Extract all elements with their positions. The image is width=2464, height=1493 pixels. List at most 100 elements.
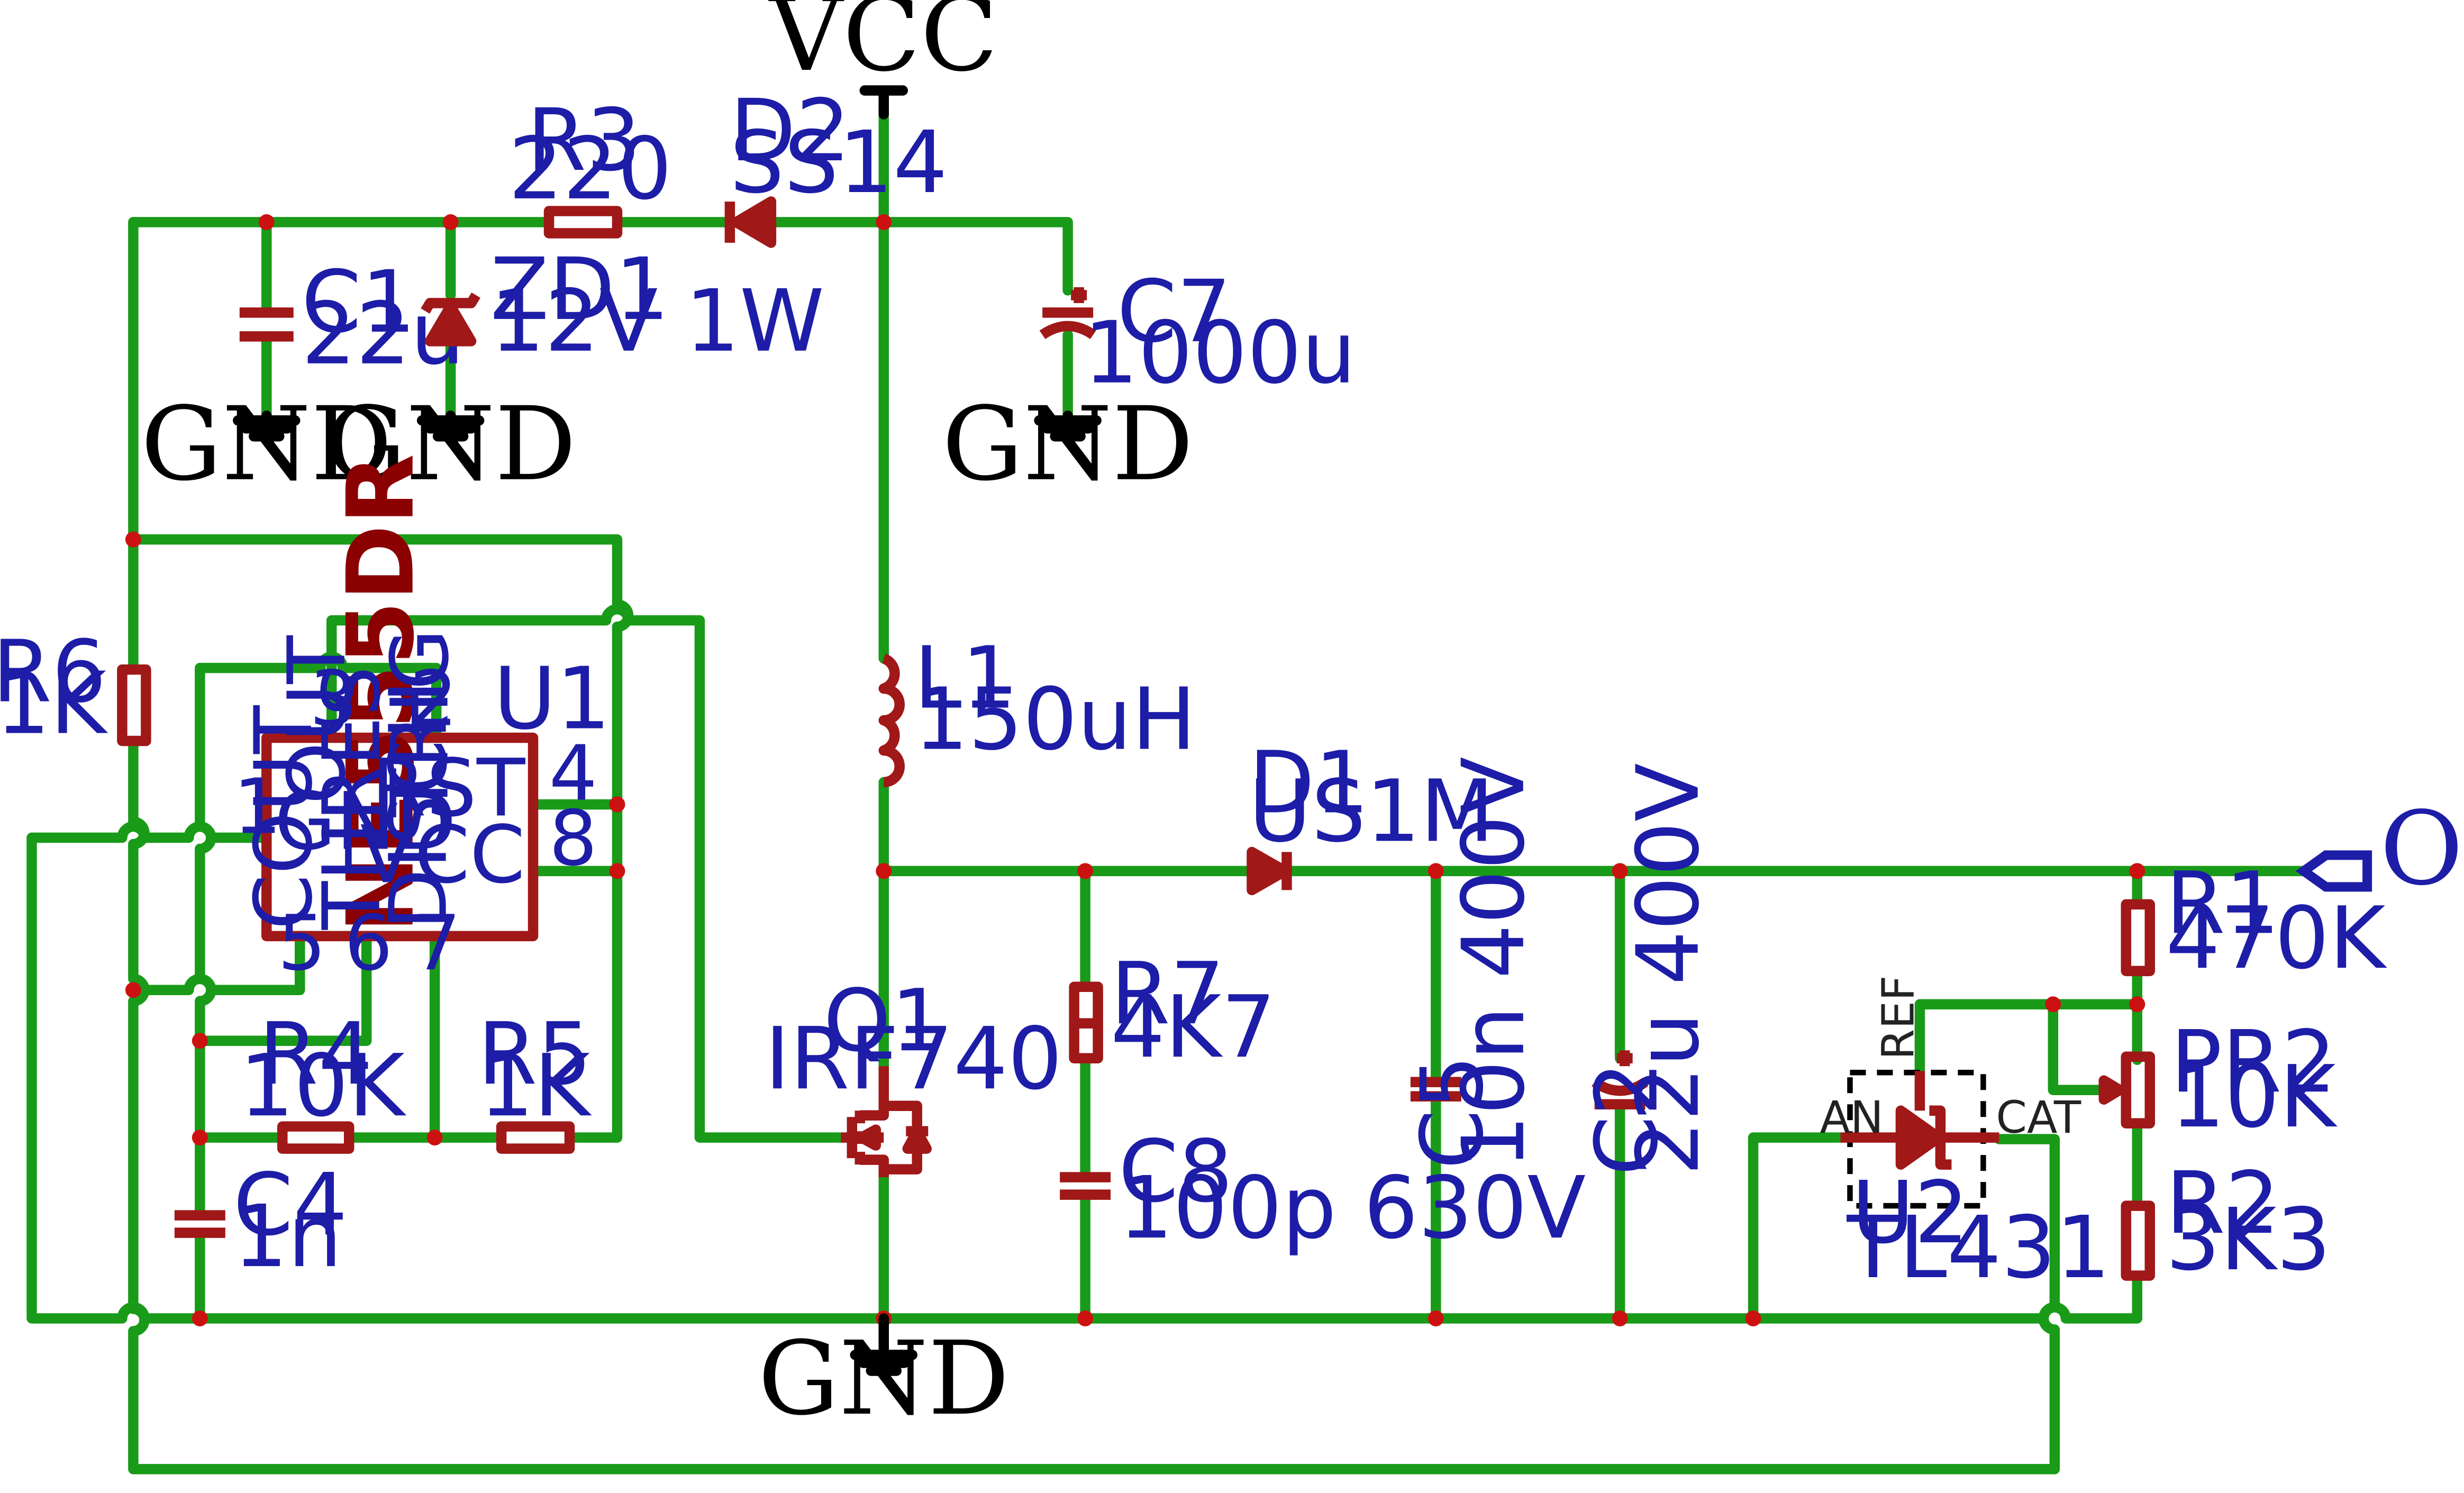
junction-dot [125, 982, 141, 998]
pr2-ref: PR2 [2170, 1013, 2336, 1112]
junction-dot [1428, 863, 1444, 879]
ground-symbol-zd1: GND [325, 386, 576, 504]
junction-dot [2045, 996, 2061, 1013]
u1-pin3-name: OUT [271, 635, 363, 805]
u1-ref: U1 [494, 650, 611, 749]
junction-dot [876, 863, 892, 879]
junction-dot [258, 214, 275, 230]
gnd-label: GND [758, 1320, 1010, 1438]
diode-d1: D1 US1M [1247, 733, 1494, 896]
u1-pin5-number: 5 [278, 898, 326, 987]
junction-dot [192, 1033, 208, 1049]
capacitor-c8: C8 100p 630V [1060, 1122, 1586, 1258]
r3-ref: R3 [527, 91, 641, 190]
u1-pin6-number: 6 [344, 898, 393, 987]
inductor-l1: L1 150uH [878, 629, 1196, 788]
c5-value: 10n 400V [1444, 757, 1544, 1169]
c1-ref: C1 [302, 253, 416, 352]
junction-dot [2129, 996, 2145, 1013]
mosfet-q1: Q1 IRF740 [765, 971, 1062, 1178]
u1-pin7-name: DISCH [373, 680, 465, 930]
r6-ref: R6 [0, 623, 106, 722]
c5-ref: C5 [1403, 1055, 1503, 1169]
u1-pin1-name: GND [275, 776, 457, 868]
junction-dot [1428, 1310, 1444, 1327]
zener-zd1: ZD1 12V 1W [421, 240, 824, 371]
vcc-label: VCC [768, 0, 998, 94]
gnd-label: GND [141, 386, 392, 504]
u1-part-number: NE555DR [328, 454, 435, 933]
capacitor-c2: C2 22u 400V [1578, 763, 1719, 1176]
u1-pin1-number: 1 [233, 762, 282, 851]
ground-symbol-main: GND [758, 1313, 1010, 1438]
resistor-r3: R3 220 [508, 91, 672, 239]
l1-ref: L1 [914, 629, 1016, 729]
resistor-r7: R7 4K7 [1069, 944, 1276, 1077]
r7-ref: R7 [1111, 944, 1225, 1044]
c7-value: 1000u [1084, 304, 1356, 403]
gnd-label: GND [325, 386, 576, 504]
c2-ref: C2 [1578, 1061, 1677, 1176]
l1-value: 150uH [914, 670, 1196, 769]
u2-pin-an: AN [1820, 1091, 1884, 1143]
resistor-r2: R2 3K3 [2121, 1154, 2331, 1290]
u1-pin4-number: 4 [549, 729, 598, 817]
r2-ref: R2 [2166, 1154, 2280, 1253]
d1-value: US1M [1249, 762, 1494, 861]
junction-dot [1077, 863, 1094, 879]
resistor-r1: R1 470K [2121, 854, 2387, 988]
c8-ref: C8 [1119, 1122, 1233, 1222]
junction-dot [1077, 1310, 1094, 1327]
d2-ref: D2 [730, 81, 850, 181]
u2-ref: U2 [1851, 1163, 1969, 1263]
junction-dot [1745, 1310, 1761, 1327]
c8-value: 100p 630V [1119, 1159, 1586, 1258]
junction-dot [192, 1310, 208, 1327]
vcc-symbol: VCC [768, 0, 998, 120]
r3-value: 220 [508, 120, 672, 219]
r4-ref: R4 [259, 1005, 373, 1104]
ic-u1-ne555: U1 NE555DR 1 2 3 4 5 6 7 8 GND RST VCC O… [233, 454, 611, 988]
out-port-label: OUT [2380, 790, 2464, 908]
potentiometer-pr2: PR2 10K [2098, 1013, 2338, 1147]
u2-pin-cat: CAT [1996, 1091, 2081, 1143]
shunt-regulator-u2: AN CAT REF U2 TL431 [1820, 976, 2111, 1298]
out-port: OUT [2295, 790, 2464, 908]
resistor-r6: R6 1K [0, 623, 151, 754]
c7-ref: C7 [1117, 262, 1231, 362]
r2-value: 3K3 [2166, 1190, 2331, 1290]
r4-value: 10K [240, 1036, 407, 1136]
r1-value: 470K [2166, 889, 2387, 988]
junction-dot [192, 1130, 208, 1146]
junction-dot [2129, 863, 2145, 879]
d2-value: SS14 [730, 113, 948, 213]
c4-value: 1n [233, 1187, 342, 1287]
junction-dot [1612, 863, 1628, 879]
r6-value: 1K [0, 654, 108, 754]
u1-pin8-name: VCC [360, 809, 525, 901]
pr2-value: 10K [2170, 1048, 2338, 1147]
r5-ref: R5 [478, 1005, 592, 1104]
zd1-value: 12V 1W [490, 272, 824, 371]
q1-ref: Q1 [823, 971, 945, 1071]
u1-pin2-name: TRIG [375, 629, 467, 817]
u1-pin2-number: 2 [410, 654, 458, 743]
zd1-ref: ZD1 [490, 240, 670, 340]
diode-d2: D2 SS14 [724, 81, 948, 248]
u1-pin4-name: RST [371, 742, 526, 834]
capacitor-c4: C4 1n [174, 1155, 348, 1287]
r1-ref: R1 [2166, 854, 2280, 953]
junction-dot [609, 863, 625, 879]
q1-value: IRF740 [765, 1009, 1062, 1109]
junction-dot [426, 1130, 443, 1146]
junction-dot [609, 796, 625, 813]
resistor-r4: R4 10K [240, 1005, 407, 1154]
capacitor-c5: C5 10n 400V [1403, 757, 1544, 1169]
junction-dot [876, 214, 892, 230]
u1-pin5-name: COUT [238, 705, 330, 930]
junction-dot [125, 531, 141, 548]
r7-value: 4K7 [1111, 978, 1276, 1077]
u2-value: TL431 [1847, 1198, 2111, 1298]
c2-value: 22u 400V [1619, 763, 1719, 1176]
